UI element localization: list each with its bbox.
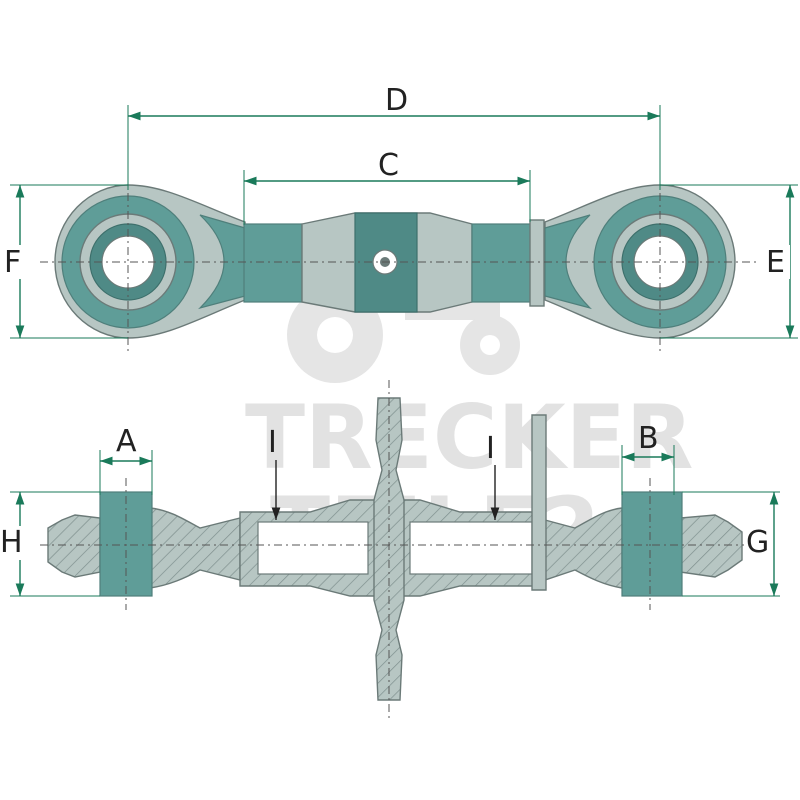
label-D: D	[385, 83, 408, 118]
dimension-G: G	[682, 491, 780, 597]
dimension-C: C	[243, 148, 531, 225]
leader-I-left: I	[268, 425, 281, 520]
dimension-F: F	[2, 184, 128, 339]
label-B: B	[638, 421, 659, 456]
leader-I-right: I	[486, 431, 500, 520]
dimension-A: A	[99, 424, 153, 495]
label-I-right: I	[486, 431, 495, 466]
dimension-D: D	[127, 83, 661, 190]
dimension-H: H	[0, 491, 100, 597]
label-E: E	[766, 245, 785, 280]
label-H: H	[0, 525, 23, 560]
dimension-B: B	[621, 421, 675, 495]
section-view	[40, 380, 760, 718]
top-view	[40, 175, 760, 355]
label-C: C	[378, 148, 399, 183]
label-A: A	[116, 424, 137, 459]
dimension-E: E	[660, 184, 798, 339]
label-F: F	[4, 245, 21, 280]
label-G: G	[746, 525, 769, 560]
label-I-left: I	[268, 425, 277, 460]
watermark-line-1: TRECKER	[245, 386, 694, 489]
